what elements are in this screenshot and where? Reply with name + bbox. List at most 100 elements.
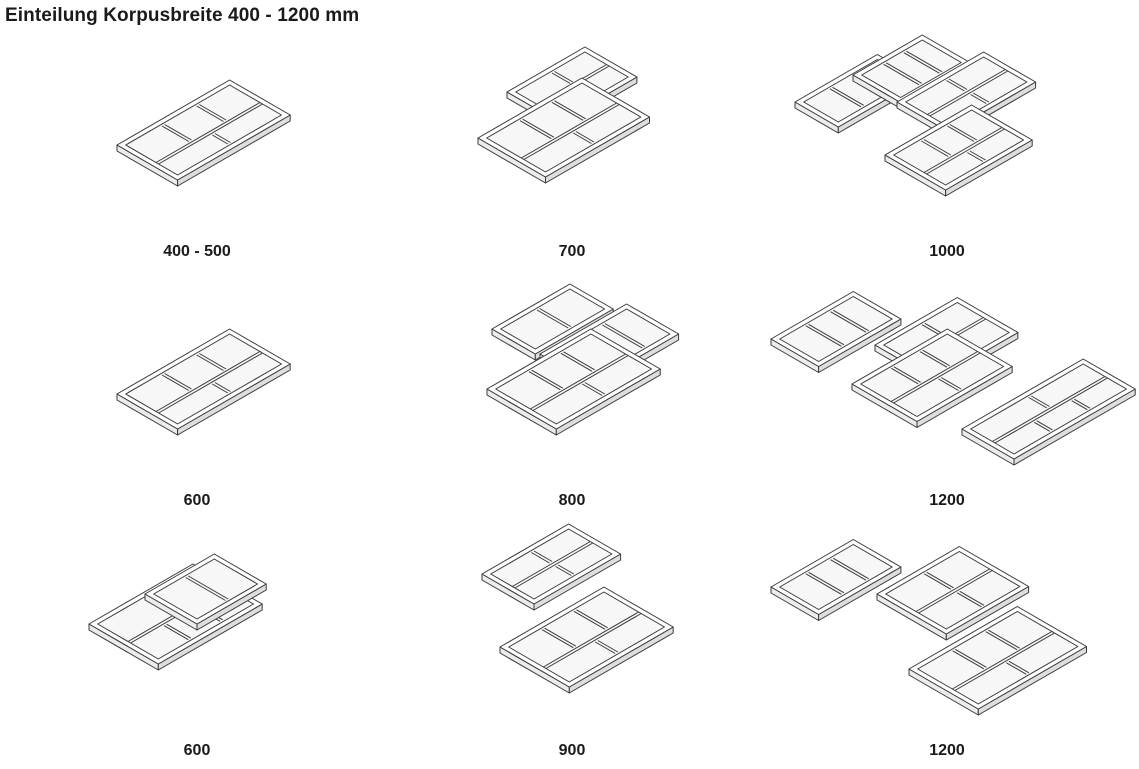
width-caption: 400 - 500 [163,243,231,260]
tray-divider [155,351,261,412]
tray-divider [956,592,982,608]
tray-divider [926,128,1005,175]
layout-cell: 600 [47,269,347,509]
tray-face [508,591,665,683]
drawer-insert-drawing [794,34,1037,197]
tray-divider [199,104,227,121]
tray-divider [922,349,950,367]
tray-divider [575,131,595,143]
tray-divider [554,71,574,83]
tray-divider [906,50,943,73]
tray-divider [155,102,261,163]
tray-divider [952,650,985,670]
layout-cell: 1200 [770,519,1097,759]
tray-divider [805,573,842,595]
tray-divider [522,118,555,138]
tray-divider [891,367,919,385]
tray-face [779,544,893,610]
tray-divider [1074,398,1091,409]
tray-divider [830,559,867,581]
tray-divider [1071,400,1088,411]
tray-divider [954,632,1055,691]
tray-divider [551,72,571,84]
tray-face [125,333,282,425]
tray-divider [199,353,227,370]
tray-divider [573,610,606,630]
tray-divider [521,102,617,159]
tray-divider [893,352,981,404]
drawer-insert-drawing [486,283,680,436]
tray-divider [212,383,229,394]
tray-divider [947,125,975,142]
tray-divider [523,104,620,160]
tray-divider [164,124,192,141]
tray-divider [1006,662,1027,675]
tray-divider [512,541,591,587]
tray-divider [988,629,1020,649]
tray-divider [530,353,626,410]
tray-divider [519,120,552,140]
width-caption: 600 [183,742,211,759]
width-caption: 600 [183,492,211,509]
tray-divider [545,613,642,669]
drawer-insert-drawing [88,553,267,671]
tray-divider [808,323,845,346]
tray-divider [531,552,550,564]
drawer-insert-drawing [481,523,674,694]
tray-divider [602,324,643,349]
tray-divider [544,627,577,647]
tray-face [860,333,1005,417]
tray-divider [832,309,869,332]
tray-divider [1031,395,1050,407]
tray-divider [952,631,1053,690]
layout-cell: 400 - 500 [47,20,347,260]
tray-divider [560,352,593,372]
tray-divider [927,69,1006,115]
tray-divider [926,571,954,589]
tray-divider [166,623,192,639]
tray-divider [918,570,993,614]
tray-divider [885,62,922,84]
tray-divider [938,378,959,391]
tray-divider [808,571,845,594]
tray-face [495,333,652,425]
tray-divider [551,101,584,121]
tray-divider [582,383,603,396]
drawer-insert-drawing [116,79,291,187]
tray-divider [584,382,606,395]
tray-divider [543,611,639,668]
tray-divider [921,140,949,157]
tray-divider [929,70,1009,117]
tray-divider [832,557,869,580]
tray-divider [830,311,867,333]
layout-cell: 900 [422,519,722,759]
tray-divider [967,152,984,162]
tray-divider [576,609,608,629]
tray-divider [970,94,987,104]
tray-divider [604,323,646,347]
tray-divider [158,103,263,165]
tray-divider [832,86,864,106]
tray-divider [1033,421,1051,432]
width-caption: 700 [558,243,586,260]
tray-divider [214,382,231,392]
tray-divider [555,566,572,576]
layout-cell: 1200 [770,269,1136,509]
drawer-insert-drawing [116,328,291,436]
tray-divider [163,625,189,641]
tray-divider [915,568,990,612]
tray-divider [536,309,569,329]
tray-divider [164,373,192,390]
tray-divider [923,127,1003,173]
tray-divider [161,125,190,142]
tray-divider [923,139,952,156]
tray-divider [994,377,1108,444]
width-caption: 1000 [929,243,965,260]
tray-face [893,109,1025,186]
tray-divider [923,573,952,590]
tray-divider [829,88,862,108]
tray-divider [597,640,619,653]
tray-divider [893,366,921,383]
tray-divider [541,629,574,649]
layout-cell: 700 [422,20,722,260]
